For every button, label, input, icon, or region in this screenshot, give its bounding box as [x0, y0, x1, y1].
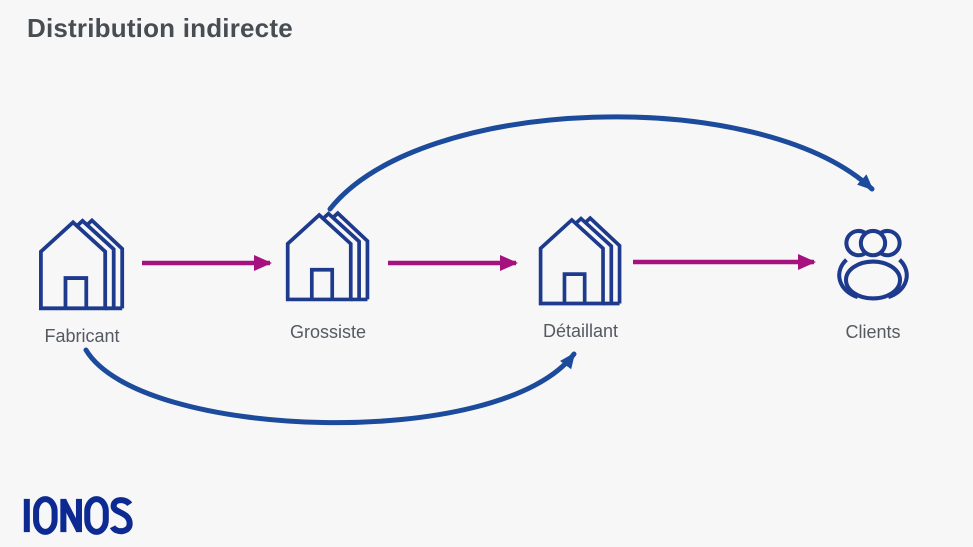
page-title: Distribution indirecte — [27, 13, 293, 43]
house-icon — [538, 215, 621, 306]
ionos-logo-glyphs — [23, 496, 133, 535]
house-icon — [38, 217, 124, 311]
node-label-grossiste: Grossiste — [289, 322, 367, 342]
node-detaillant: Détaillant — [533, 208, 628, 342]
ionos-logo: IONOS — [22, 496, 134, 540]
house-icon — [285, 210, 369, 302]
node-label-fabricant: Fabricant — [44, 326, 120, 346]
node-clients: Clients — [827, 217, 919, 343]
people-icon — [837, 228, 909, 301]
arc-grossiste-to-clients — [327, 114, 875, 212]
arc-fabricant-to-detaillant — [83, 347, 577, 426]
node-grossiste: Grossiste — [280, 203, 376, 343]
node-label-detaillant: Détaillant — [542, 321, 619, 341]
node-fabricant: Fabricant — [34, 210, 130, 347]
node-label-clients: Clients — [845, 322, 901, 342]
